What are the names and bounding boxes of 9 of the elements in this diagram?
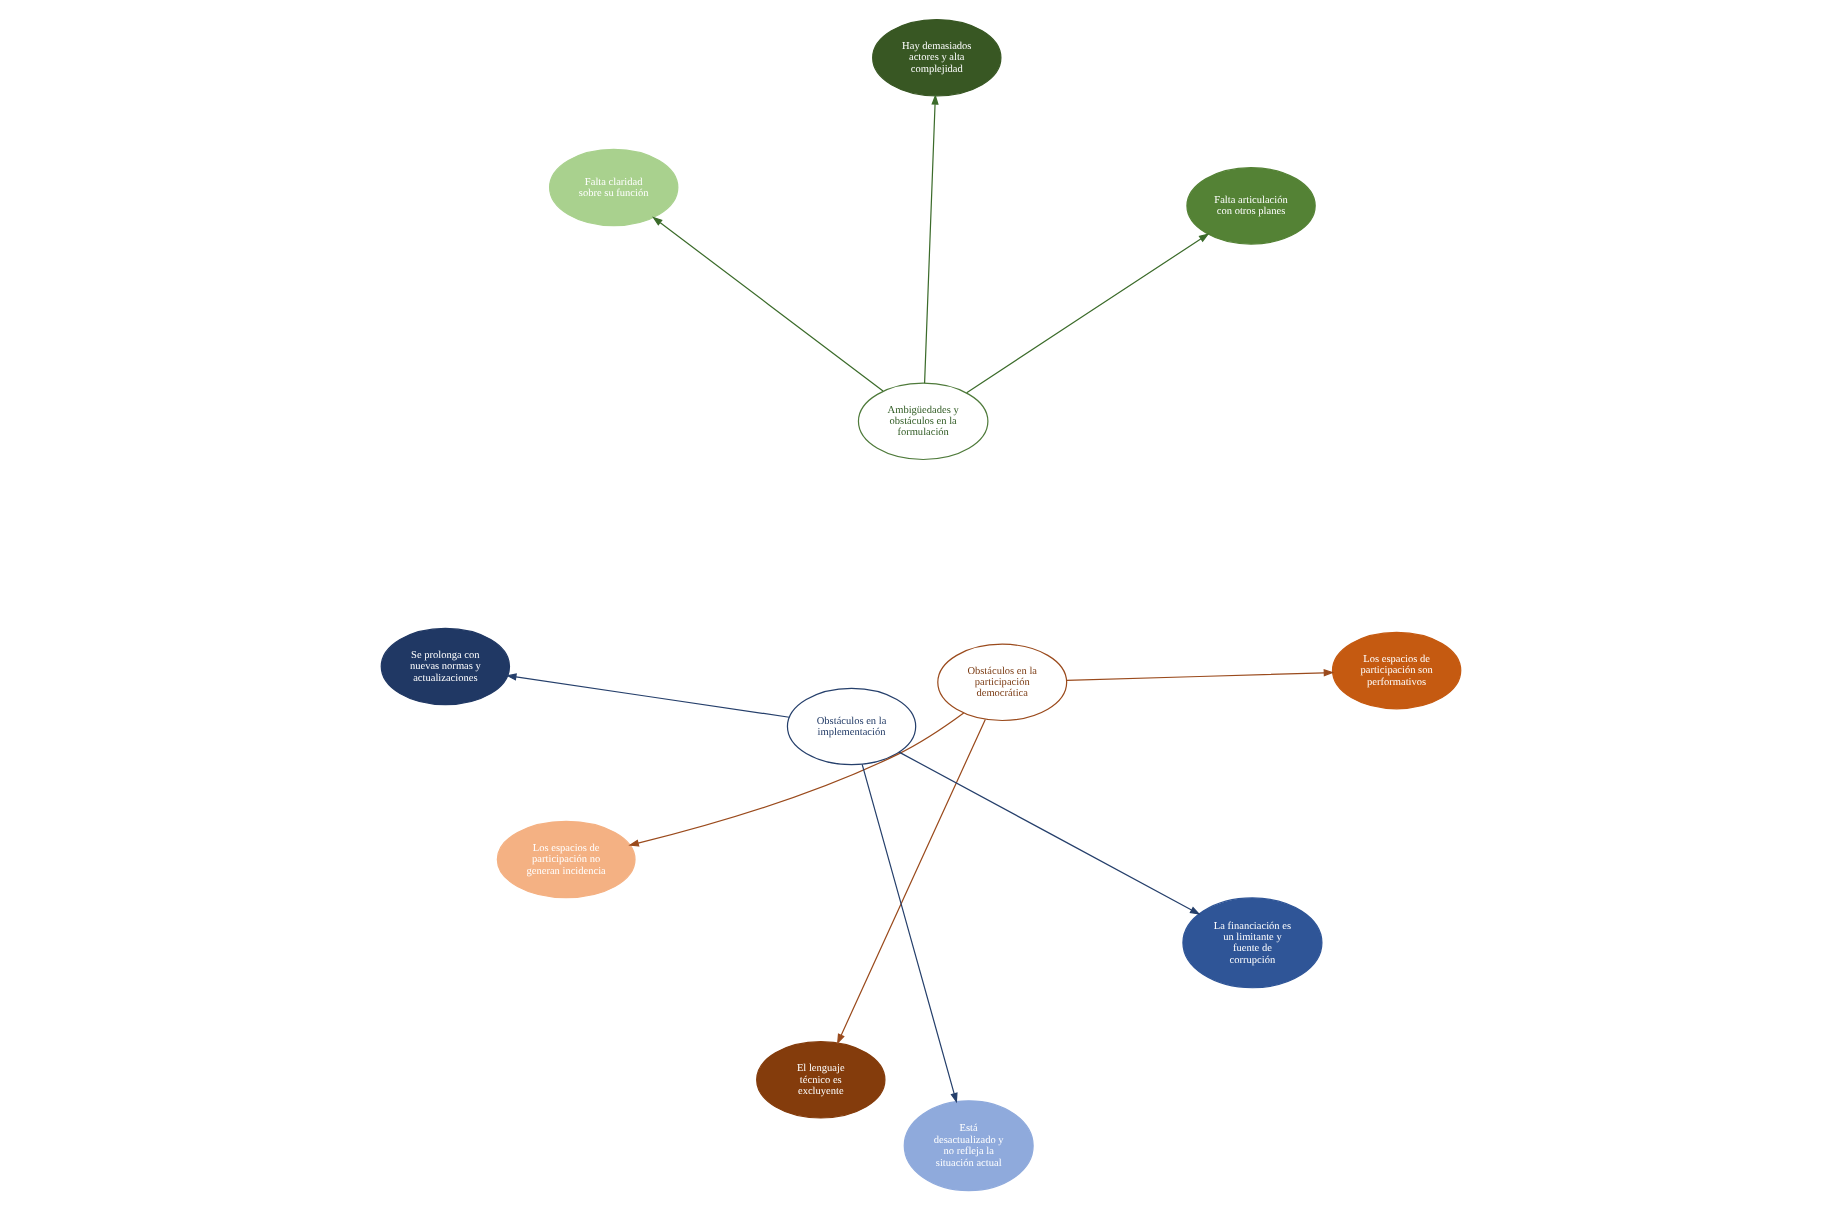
- arrow: [898, 751, 1201, 915]
- arrow: [924, 94, 939, 384]
- arrow: [1065, 669, 1335, 682]
- arrow: [652, 216, 884, 392]
- arrow: [628, 712, 965, 847]
- arrow: [836, 718, 986, 1045]
- arrow: [861, 763, 958, 1104]
- arrow: [505, 673, 790, 718]
- arrow: [966, 233, 1210, 394]
